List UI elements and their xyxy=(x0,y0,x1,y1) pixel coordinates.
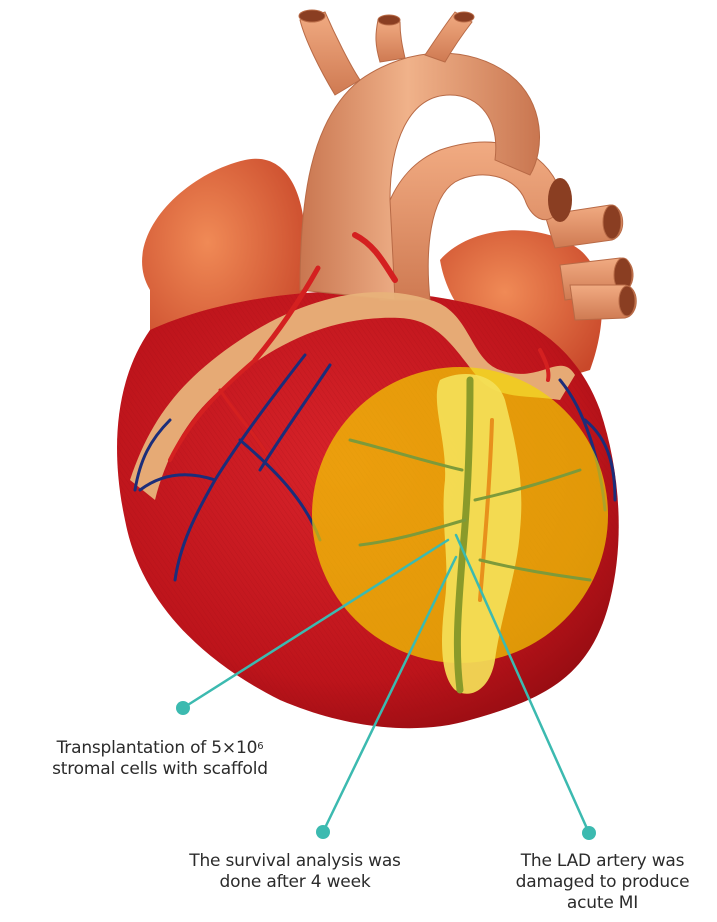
transplant-line-1: Transplantation of 5×106 xyxy=(20,738,300,759)
survival-line-2: done after 4 week xyxy=(160,872,430,893)
lad-line-1: The LAD artery was xyxy=(490,851,715,872)
lad-label: The LAD artery was damaged to produce ac… xyxy=(490,851,715,914)
survival-line-1: The survival analysis was xyxy=(160,851,430,872)
survival-label: The survival analysis was done after 4 w… xyxy=(160,851,430,893)
callout-dot-survival xyxy=(316,825,330,839)
callout-dot-lad xyxy=(582,826,596,840)
transplant-label: Transplantation of 5×106 stromal cells w… xyxy=(20,738,300,780)
lad-line-2: damaged to produce xyxy=(490,872,715,893)
transplant-line-2: stromal cells with scaffold xyxy=(20,759,300,780)
lad-line-3: acute MI xyxy=(490,893,715,914)
exponent: 6 xyxy=(257,741,263,752)
callout-dot-transplant xyxy=(176,701,190,715)
